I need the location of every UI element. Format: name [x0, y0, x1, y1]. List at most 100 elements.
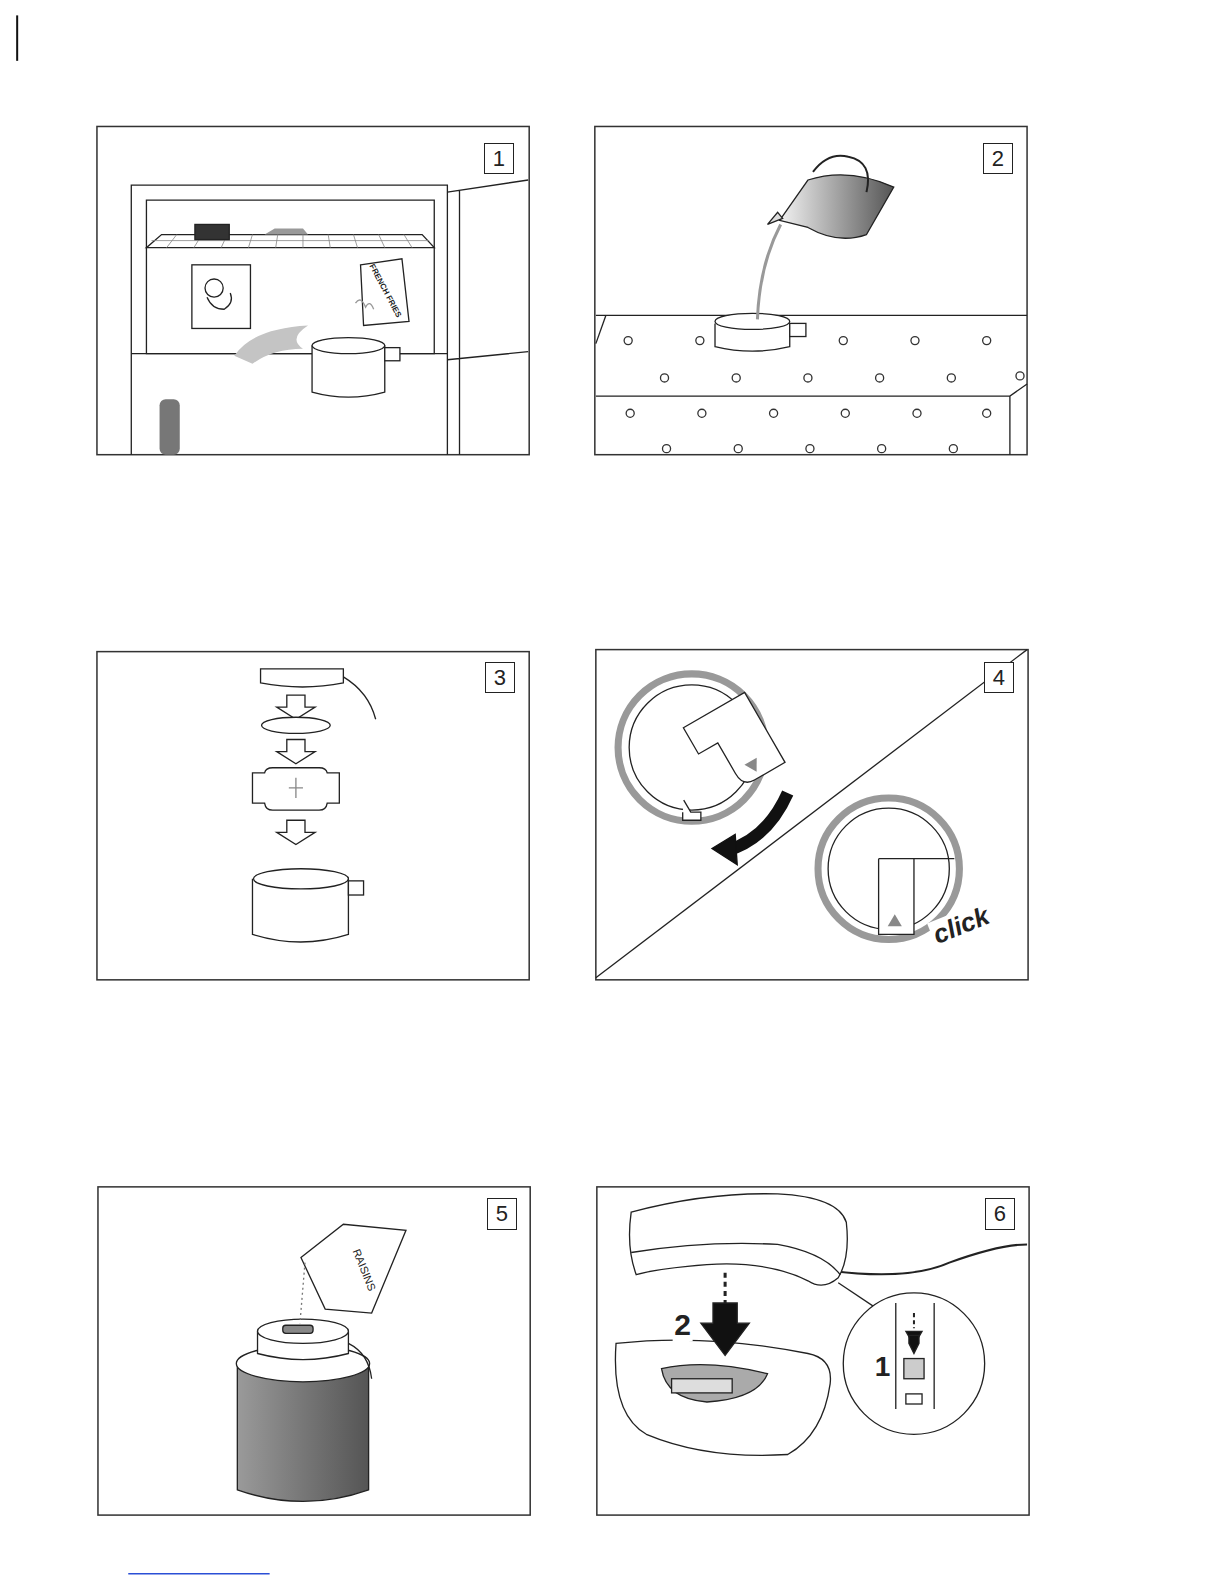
lock-illustration — [683, 692, 785, 797]
lid-illustration — [672, 1379, 733, 1393]
pour-illustration — [878, 445, 886, 453]
raisins-illustration — [301, 1224, 406, 1313]
pour-illustration — [947, 374, 955, 382]
callout-number: 6 — [994, 1203, 1006, 1225]
lid-illustration — [615, 1194, 1027, 1456]
fridge-illustration — [192, 265, 251, 329]
callout-number: 1 — [493, 148, 505, 170]
pour-illustration — [1016, 372, 1024, 380]
lock-illustration — [683, 692, 785, 797]
lid-illustration — [904, 1359, 924, 1379]
assembly-illustration — [253, 869, 348, 889]
pour-illustration — [757, 224, 780, 319]
lock-illustration — [712, 834, 737, 864]
pour-illustration — [983, 337, 991, 345]
pour-illustration — [839, 337, 847, 345]
lid-illustration — [661, 1365, 767, 1402]
pour-illustration — [624, 337, 1024, 453]
callout-number: 2 — [992, 148, 1004, 170]
fridge-illustration — [195, 224, 229, 239]
raisins-illustration — [348, 1343, 371, 1378]
fridge-illustration — [234, 325, 308, 363]
fridge-illustration — [312, 338, 385, 354]
panel-frame — [97, 126, 529, 454]
fridge-illustration — [131, 185, 447, 455]
raisins-illustration — [258, 1319, 349, 1343]
callout-number: 5 — [496, 1203, 508, 1225]
lid-illustration — [906, 1394, 922, 1404]
pour-illustration — [596, 156, 1027, 455]
pour-illustration — [596, 315, 606, 343]
pour-illustration — [983, 409, 991, 417]
lid-illustration — [830, 1244, 1027, 1274]
lid-illustration — [913, 1313, 915, 1328]
callout-number-box: 3 — [485, 662, 515, 693]
fridge-illustration — [265, 228, 308, 234]
fridge-illustration — [361, 259, 409, 326]
lock-illustration — [596, 650, 1027, 978]
lid-illustration — [724, 1273, 727, 1303]
pour-illustration — [790, 323, 806, 336]
callout-number-box: 5 — [487, 1198, 517, 1229]
assembly-illustration — [252, 768, 339, 810]
assembly-illustration — [252, 669, 375, 942]
callout-number: 4 — [993, 667, 1005, 689]
raisins-illustration — [300, 1263, 305, 1324]
fridge-illustration — [207, 293, 231, 309]
panel-frame — [596, 650, 1028, 980]
lock-illustration — [888, 914, 902, 926]
pour-illustration — [698, 409, 706, 417]
callout-number-box: 4 — [984, 662, 1014, 693]
pour-illustration — [626, 409, 634, 417]
panel-frame — [595, 126, 1027, 454]
callout-number-box: 2 — [983, 143, 1013, 174]
step-number: 2 — [672, 1309, 693, 1341]
pour-illustration — [662, 445, 670, 453]
raisins-illustration — [237, 1366, 368, 1502]
assembly-illustration — [277, 739, 315, 763]
panel-frame — [97, 652, 529, 980]
page-mark — [17, 15, 269, 1573]
fridge-illustration — [205, 279, 223, 297]
fridge-illustration — [146, 235, 434, 248]
fridge-illustration — [151, 235, 429, 248]
callout-number-box: 1 — [484, 143, 514, 174]
pour-illustration — [806, 445, 814, 453]
pour-illustration — [876, 374, 884, 382]
fridge-illustration — [160, 399, 180, 455]
pour-illustration — [624, 337, 632, 345]
raisins-illustration — [236, 1224, 406, 1501]
pour-illustration — [911, 337, 919, 345]
lid-illustration — [896, 1303, 934, 1409]
pour-illustration — [804, 374, 812, 382]
lid-illustration — [631, 1243, 840, 1274]
assembly-illustration — [343, 677, 375, 719]
assembly-illustration — [277, 820, 315, 844]
fridge-illustration — [355, 300, 373, 309]
pour-illustration — [696, 337, 704, 345]
pour-illustration — [770, 409, 778, 417]
panel-frame — [597, 1187, 1029, 1515]
fridge-illustration — [447, 180, 528, 455]
pour-illustration — [732, 374, 740, 382]
fridge-illustration — [131, 180, 528, 455]
assembly-illustration — [289, 778, 303, 798]
raisins-illustration — [283, 1325, 313, 1333]
callout-number: 3 — [494, 667, 506, 689]
fridge-illustration — [385, 348, 400, 361]
assembly-illustration — [348, 881, 363, 895]
assembly-illustration — [277, 695, 315, 719]
pour-illustration — [813, 156, 868, 192]
page-mark — [128, 1573, 269, 1575]
click-note: click — [928, 901, 996, 950]
lid-illustration — [630, 1194, 848, 1285]
pour-illustration — [841, 409, 849, 417]
lid-illustration — [615, 1340, 830, 1455]
panel-frame — [97, 126, 1029, 1515]
pour-illustration — [734, 445, 742, 453]
callout-number-box: 6 — [985, 1198, 1015, 1229]
lock-illustration — [744, 758, 762, 776]
pour-illustration — [715, 313, 790, 329]
page-mark — [16, 15, 18, 60]
lock-illustration — [596, 650, 1027, 978]
